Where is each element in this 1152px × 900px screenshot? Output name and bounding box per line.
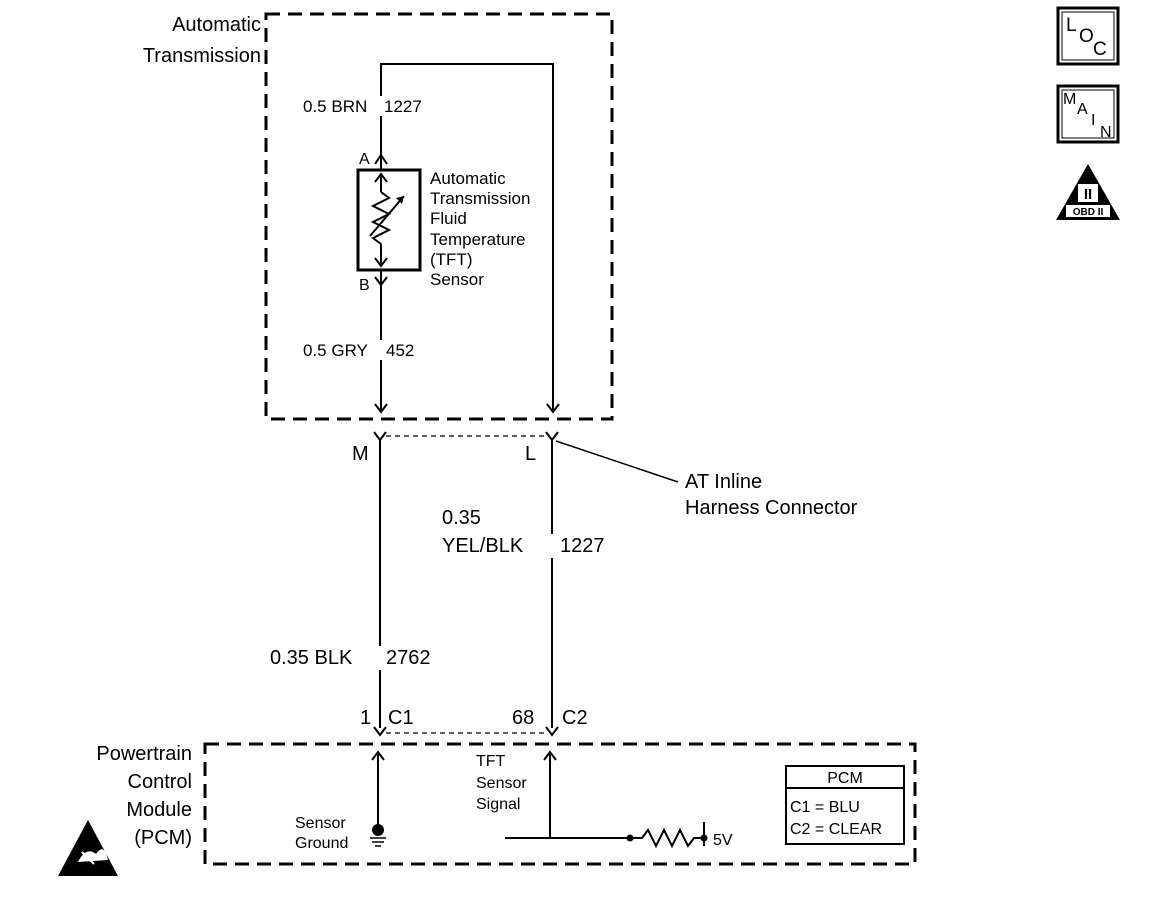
- pcm-pin-1-connector: [373, 726, 387, 737]
- pin-a-label: A: [359, 151, 370, 168]
- esd-warning-icon: [58, 820, 118, 876]
- voltage-label: 5V: [713, 832, 733, 849]
- main-letter-a: A: [1077, 101, 1088, 118]
- pcm-pin-68-label: 68: [512, 707, 534, 729]
- pin-b-label: B: [359, 277, 370, 294]
- sensor-label-line4: Temperature: [430, 230, 525, 249]
- wire-brn-size-color: 0.5 BRN: [303, 97, 367, 116]
- tft-signal-label-line2: Sensor: [476, 775, 527, 792]
- harness-wires: 0.35 YEL/BLK 1227 0.35 BLK 2762: [270, 440, 605, 728]
- legend-c1: C1 = BLU: [790, 799, 860, 816]
- sensor-ground-label-line2: Ground: [295, 835, 348, 852]
- obd-text: OBD II: [1073, 207, 1104, 218]
- tft-signal-label-line1: TFT: [476, 753, 506, 770]
- pcm-connector-legend: PCM C1 = BLU C2 = CLEAR: [785, 765, 905, 845]
- main-letter-n: N: [1100, 124, 1112, 141]
- pcm-pin-1-label: 1: [360, 707, 371, 729]
- pcm-connector-section: 1 C1 68 C2: [360, 707, 588, 737]
- connector-leader-line: [555, 440, 679, 483]
- inline-connector-label-line1: AT Inline: [685, 471, 762, 493]
- main-icon[interactable]: M A I N: [1056, 84, 1120, 144]
- pcm-pin-68-connector: [545, 726, 559, 737]
- main-letter-i: I: [1091, 112, 1095, 129]
- pcm-boundary: [203, 742, 917, 866]
- wire-m-arrow: [374, 403, 388, 414]
- wire-yel-color: YEL/BLK: [442, 535, 524, 557]
- sensor-label-line1: Automatic: [430, 169, 506, 188]
- tft-sensor-box: [356, 168, 422, 272]
- pcm-title-line4: (PCM): [134, 827, 192, 849]
- sensor-label-line3: Fluid: [430, 209, 467, 228]
- pcm-c1-label: C1: [388, 707, 414, 729]
- inline-pin-l-label: L: [525, 443, 536, 465]
- main-letter-m: M: [1063, 91, 1076, 108]
- pcm-title-line2: Control: [128, 771, 192, 793]
- automatic-transmission-section: Automatic Transmission 0.5 BRN 1227 A B …: [143, 12, 614, 421]
- wire-blk-size-color: 0.35 BLK: [270, 647, 353, 669]
- obd-ii-icon[interactable]: II OBD II: [1056, 164, 1120, 220]
- inline-pin-l: [545, 431, 559, 442]
- legend-title: PCM: [827, 770, 863, 787]
- wire-gry-circuit: 452: [386, 341, 414, 360]
- inline-pin-m: [373, 431, 387, 442]
- sensor-ground-node: [372, 824, 384, 836]
- wire-l-arrow: [546, 403, 560, 414]
- sensor-label-line5: (TFT): [430, 250, 472, 269]
- thermistor-symbol: [369, 172, 405, 268]
- sensor-ground-label-line1: Sensor: [295, 815, 346, 832]
- inline-pin-m-label: M: [352, 443, 369, 465]
- tft-signal-label-line3: Signal: [476, 796, 520, 813]
- sensor-label-line2: Transmission: [430, 189, 530, 208]
- loc-letter-l: L: [1066, 15, 1077, 36]
- wire-yel-circuit: 1227: [560, 535, 605, 557]
- automatic-transmission-boundary: [264, 12, 614, 421]
- wire-gry-size-color: 0.5 GRY: [303, 341, 368, 360]
- wire-blk-circuit: 2762: [386, 647, 431, 669]
- wire-brn-circuit: 1227: [384, 97, 422, 116]
- legend-c2: C2 = CLEAR: [790, 821, 882, 838]
- inline-connector-section: M L AT Inline Harness Connector: [352, 431, 858, 519]
- at-title-line1: Automatic: [172, 14, 261, 36]
- sensor-label-line6: Sensor: [430, 270, 484, 289]
- pullup-resistor: [630, 827, 704, 849]
- pcm-title-line1: Powertrain: [96, 743, 192, 765]
- wire-yel-size: 0.35: [442, 507, 481, 529]
- ground-icon: [370, 837, 386, 847]
- loc-letter-o: O: [1079, 26, 1094, 47]
- pcm-title-line3: Module: [126, 799, 192, 821]
- loc-icon[interactable]: L O C: [1056, 6, 1120, 66]
- obd-numeral: II: [1084, 186, 1092, 203]
- loc-letter-c: C: [1093, 39, 1107, 60]
- pcm-section: Powertrain Control Module (PCM) Sensor G…: [58, 742, 917, 876]
- inline-connector-label-line2: Harness Connector: [685, 497, 858, 519]
- pcm-c2-label: C2: [562, 707, 588, 729]
- at-title-line2: Transmission: [143, 45, 261, 67]
